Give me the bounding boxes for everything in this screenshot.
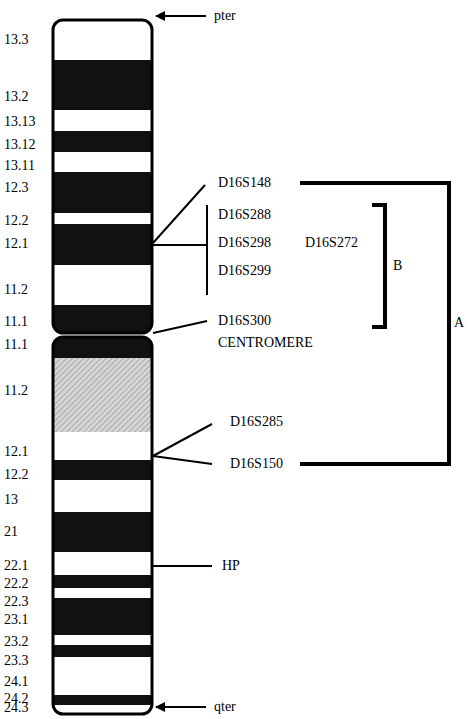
marker-label: D16S298 <box>218 235 271 251</box>
marker-label: D16S299 <box>218 263 271 279</box>
bracket-b <box>372 205 385 327</box>
p-arm-outline <box>53 20 152 333</box>
band-label: 13.2 <box>4 89 29 105</box>
band-label: 11.1 <box>4 337 28 353</box>
bracket-label: A <box>454 315 464 331</box>
band-label: 13.11 <box>4 158 35 174</box>
end-label: qter <box>214 699 236 715</box>
band-label: 11.2 <box>4 383 28 399</box>
band-label: 22.2 <box>4 576 29 592</box>
marker-label: D16S300 <box>218 313 271 329</box>
band-label: 13 <box>4 492 18 508</box>
q-arm-outline <box>53 337 152 714</box>
band-label: 11.1 <box>4 314 28 330</box>
band-label: 13.13 <box>4 114 36 130</box>
band-label: 12.2 <box>4 213 29 229</box>
band-label: 21 <box>4 524 18 540</box>
band-label: 13.12 <box>4 137 36 153</box>
band-label: 24.3 <box>4 700 29 716</box>
marker-label: D16S148 <box>218 175 271 191</box>
band-label: 22.1 <box>4 558 29 574</box>
band-label: 12.1 <box>4 444 29 460</box>
band-label: 11.2 <box>4 282 28 298</box>
p-arm-bands <box>53 20 152 333</box>
marker-label: D16S288 <box>218 207 271 223</box>
centromere-label: CENTROMERE <box>218 335 313 351</box>
bracket-a <box>300 183 449 464</box>
marker-label: D16S150 <box>230 456 283 472</box>
band-label: 23.3 <box>4 653 29 669</box>
marker-label: D16S285 <box>230 414 283 430</box>
band-label: 13.3 <box>4 32 29 48</box>
end-label: pter <box>214 8 236 24</box>
band-label: 12.1 <box>4 236 29 252</box>
band-label: 22.3 <box>4 594 29 610</box>
band-label: 12.3 <box>4 180 29 196</box>
band-label: 24.1 <box>4 674 29 690</box>
bracket-label: B <box>393 258 402 274</box>
band-label: 23.2 <box>4 634 29 650</box>
band-label: 12.2 <box>4 467 29 483</box>
leader-lines <box>153 16 212 707</box>
marker-label: D16S272 <box>305 235 358 251</box>
q-arm-bands <box>53 337 152 714</box>
gene-label: HP <box>222 558 240 574</box>
band-label: 23.1 <box>4 612 29 628</box>
